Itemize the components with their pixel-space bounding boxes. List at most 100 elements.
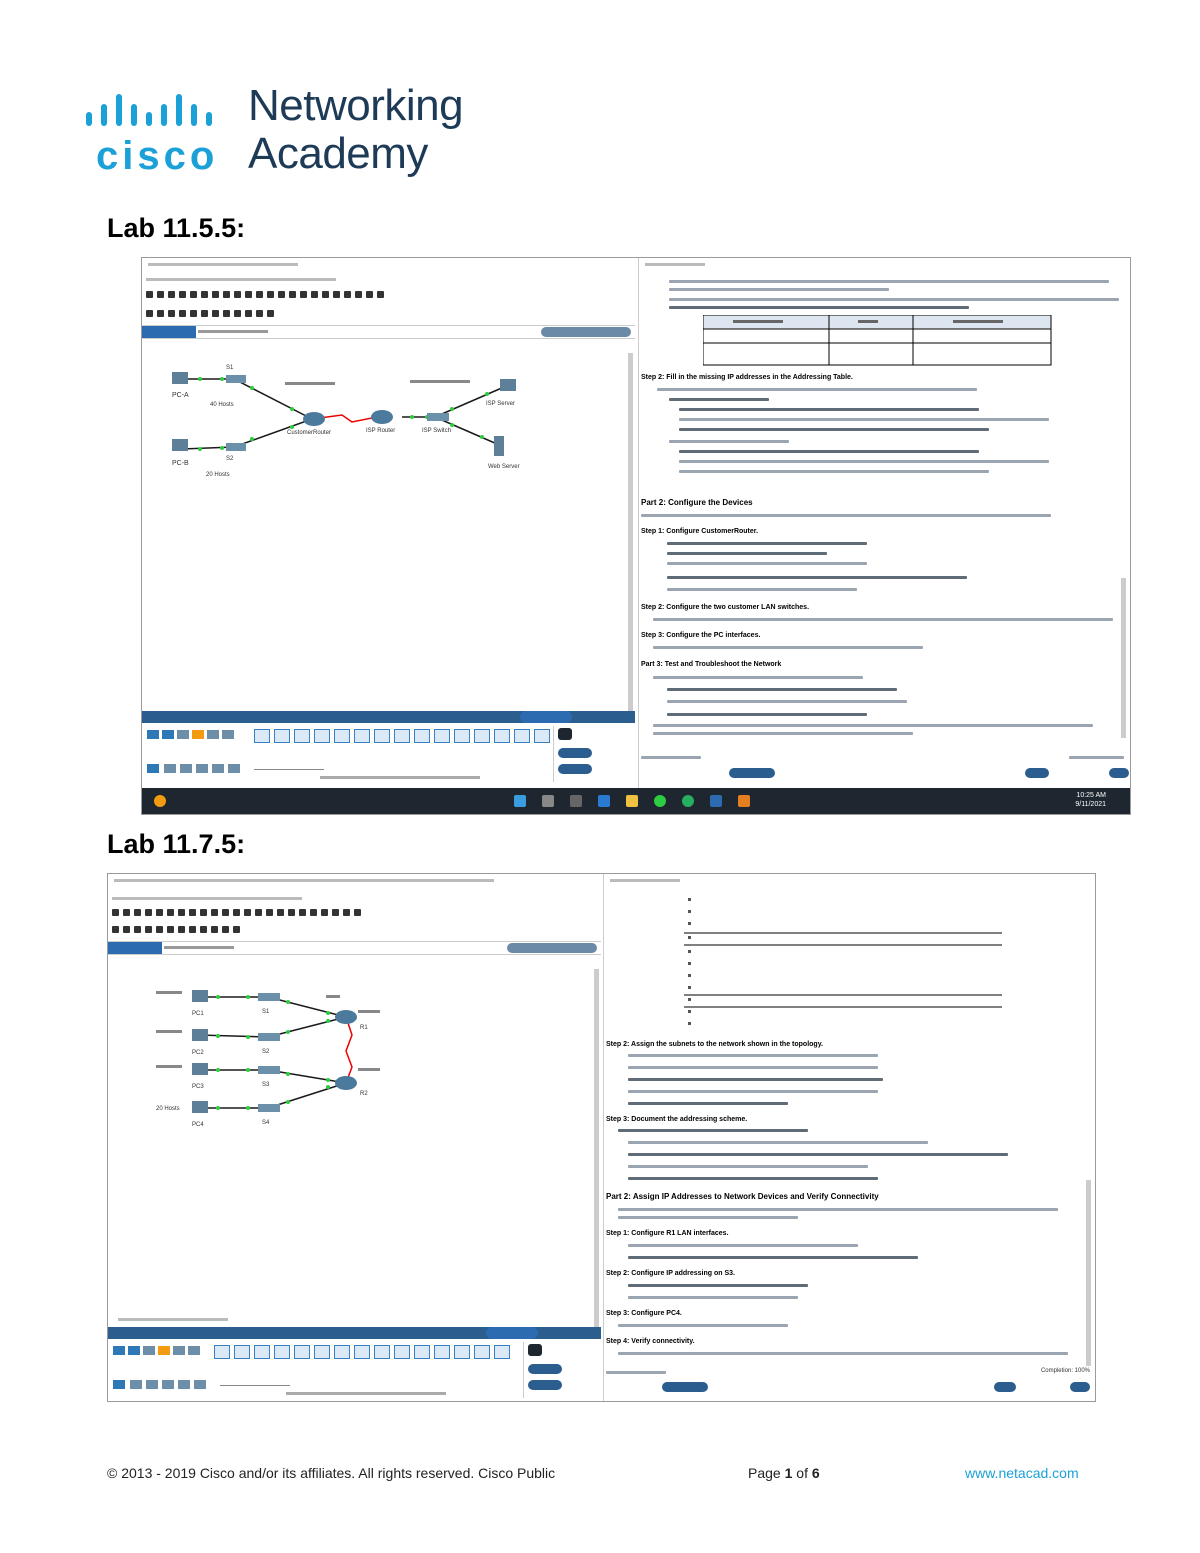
- back-button[interactable]: [1025, 768, 1049, 778]
- realtime-simulation-bar: [142, 711, 635, 723]
- tab-logical[interactable]: [108, 942, 162, 954]
- back-button[interactable]: [994, 1382, 1016, 1392]
- topology-workspace[interactable]: PC-A PC-B S1 S2 CustomerRouter ISP Route…: [142, 339, 635, 709]
- dialog-heading: Step 3: Document the addressing scheme.: [606, 1116, 748, 1123]
- vscode-icon[interactable]: [598, 795, 610, 807]
- window-title-bar: [108, 874, 601, 888]
- dialog-scrollbar[interactable]: [1121, 578, 1126, 738]
- dialog-heading: Step 2: Configure IP addressing on S3.: [606, 1270, 736, 1277]
- realtime-simulation-bar: [108, 1327, 601, 1339]
- page-number: Page 1 of 6: [748, 1465, 820, 1481]
- topo-label-s2: S2: [262, 1049, 270, 1055]
- lab-screenshot-1: PC-A PC-B S1 S2 CustomerRouter ISP Route…: [141, 257, 1131, 815]
- main-toolbar[interactable]: [112, 908, 361, 917]
- device-palette[interactable]: [142, 724, 635, 786]
- topo-label-s3: S3: [262, 1082, 270, 1088]
- topo-label-pc4: PC4: [192, 1122, 204, 1128]
- clock-date: 9/11/2021: [1075, 801, 1106, 808]
- topo-label-pc1: PC1: [192, 1011, 204, 1017]
- topo-label-r2: R2: [360, 1091, 368, 1097]
- search-icon[interactable]: [542, 795, 554, 807]
- workspace-controls[interactable]: [507, 943, 597, 953]
- brand-text: Networking Academy: [248, 81, 464, 178]
- device-palette[interactable]: [108, 1340, 601, 1401]
- start-menu-icon[interactable]: [514, 795, 526, 807]
- topology-diagram: PC-A PC-B S1 S2 CustomerRouter ISP Route…: [172, 365, 520, 478]
- workspace-scrollbar[interactable]: [594, 969, 599, 1329]
- check-results-button[interactable]: [662, 1382, 708, 1392]
- dialog-heading: Step 2: Fill in the missing IP addresses…: [641, 374, 853, 381]
- app-icon[interactable]: [738, 795, 750, 807]
- dialog-heading: Step 4: Verify connectivity.: [606, 1338, 695, 1345]
- topo-label-s1: S1: [226, 365, 234, 371]
- taskbar-clock[interactable]: 10:25 AM 9/11/2021: [1075, 791, 1106, 809]
- dialog-heading: Step 1: Configure CustomerRouter.: [641, 528, 759, 535]
- topo-label-20-hosts: 20 Hosts: [206, 472, 230, 478]
- lab-title: Lab 11.7.5:: [107, 829, 246, 859]
- topo-label-s4: S4: [262, 1120, 270, 1126]
- workspace-scrollbar[interactable]: [628, 353, 633, 713]
- packet-tracer-window: PC-A PC-B S1 S2 CustomerRouter ISP Route…: [142, 258, 635, 788]
- topo-label-s2: S2: [226, 456, 234, 462]
- workspace-tab-bar: [108, 941, 601, 955]
- main-toolbar[interactable]: [146, 290, 384, 299]
- menu-bar[interactable]: [112, 896, 302, 902]
- addressing-table: [703, 315, 1052, 366]
- edge-icon[interactable]: [682, 795, 694, 807]
- subnet-list: [684, 898, 1002, 1025]
- topo-label-pc2: PC2: [192, 1050, 204, 1056]
- weather-icon[interactable]: [154, 795, 166, 807]
- next-button[interactable]: [1070, 1382, 1090, 1392]
- realtime-button[interactable]: [520, 711, 572, 723]
- cisco-wordmark: cisco: [96, 134, 219, 178]
- packet-tracer-icon[interactable]: [710, 795, 722, 807]
- simulation-panel[interactable]: [523, 1342, 568, 1398]
- cisco-bars-icon: [86, 94, 212, 126]
- secondary-toolbar[interactable]: [112, 925, 240, 934]
- brand-line-2: Academy: [248, 129, 428, 178]
- workspace-controls[interactable]: [541, 327, 631, 337]
- workspace-horizontal-scrollbar[interactable]: [118, 1318, 228, 1321]
- topology-workspace[interactable]: PC1 PC2 PC3 PC4 S1 S2 S3 S4 R1 R2 20 Hos…: [108, 955, 594, 1325]
- dialog-scrollbar[interactable]: [1086, 1180, 1091, 1366]
- check-results-button[interactable]: [729, 768, 775, 778]
- realtime-button[interactable]: [486, 1327, 538, 1339]
- clock-time: 10:25 AM: [1076, 792, 1106, 799]
- activity-instructions-dialog: Step 2: Fill in the missing IP addresses…: [638, 258, 1130, 788]
- copyright-notice: © 2013 - 2019 Cisco and/or its affiliate…: [107, 1465, 556, 1481]
- dialog-heading: Part 3: Test and Troubleshoot the Networ…: [641, 661, 782, 668]
- topo-label-web-server: Web Server: [488, 464, 520, 470]
- secondary-toolbar[interactable]: [146, 309, 274, 318]
- netacad-link[interactable]: www.netacad.com: [965, 1465, 1079, 1481]
- dialog-title-bar: [639, 258, 1130, 272]
- lab-title: Lab 11.5.5:: [107, 213, 246, 243]
- dialog-heading: Step 2: Configure the two customer LAN s…: [641, 604, 810, 611]
- topo-label-pc-a: PC-A: [172, 392, 189, 399]
- dialog-heading: Part 2: Configure the Devices: [641, 498, 753, 507]
- tab-physical[interactable]: [164, 942, 234, 954]
- dialog-heading: Step 3: Configure the PC interfaces.: [641, 632, 761, 639]
- menu-bar[interactable]: [146, 277, 336, 283]
- next-button[interactable]: [1109, 768, 1129, 778]
- topo-label-customer-router: CustomerRouter: [287, 430, 331, 436]
- file-explorer-icon[interactable]: [626, 795, 638, 807]
- tab-logical[interactable]: [142, 326, 196, 338]
- dialog-heading: Part 2: Assign IP Addresses to Network D…: [606, 1192, 879, 1201]
- topo-label-isp-switch: ISP Switch: [422, 428, 451, 434]
- topo-label-isp-server: ISP Server: [486, 401, 515, 407]
- tab-physical[interactable]: [198, 326, 268, 338]
- brand-line-1: Networking: [248, 81, 464, 130]
- simulation-panel[interactable]: [553, 726, 598, 782]
- activity-instructions-dialog: Step 2: Assign the subnets to the networ…: [603, 874, 1095, 1401]
- topo-label-isp-router: ISP Router: [366, 428, 395, 434]
- window-title-bar: [142, 258, 635, 272]
- topo-label-40-hosts: 40 Hosts: [210, 402, 234, 408]
- task-view-icon[interactable]: [570, 795, 582, 807]
- topo-label-pc3: PC3: [192, 1084, 204, 1090]
- dialog-heading: Step 1: Configure R1 LAN interfaces.: [606, 1230, 729, 1237]
- completion-label: Completion: 100%: [1040, 1368, 1090, 1374]
- dialog-title-bar: [604, 874, 1095, 888]
- chrome-icon[interactable]: [654, 795, 666, 807]
- topo-label-20-hosts: 20 Hosts: [156, 1106, 180, 1112]
- topo-label-pc-b: PC-B: [172, 460, 189, 467]
